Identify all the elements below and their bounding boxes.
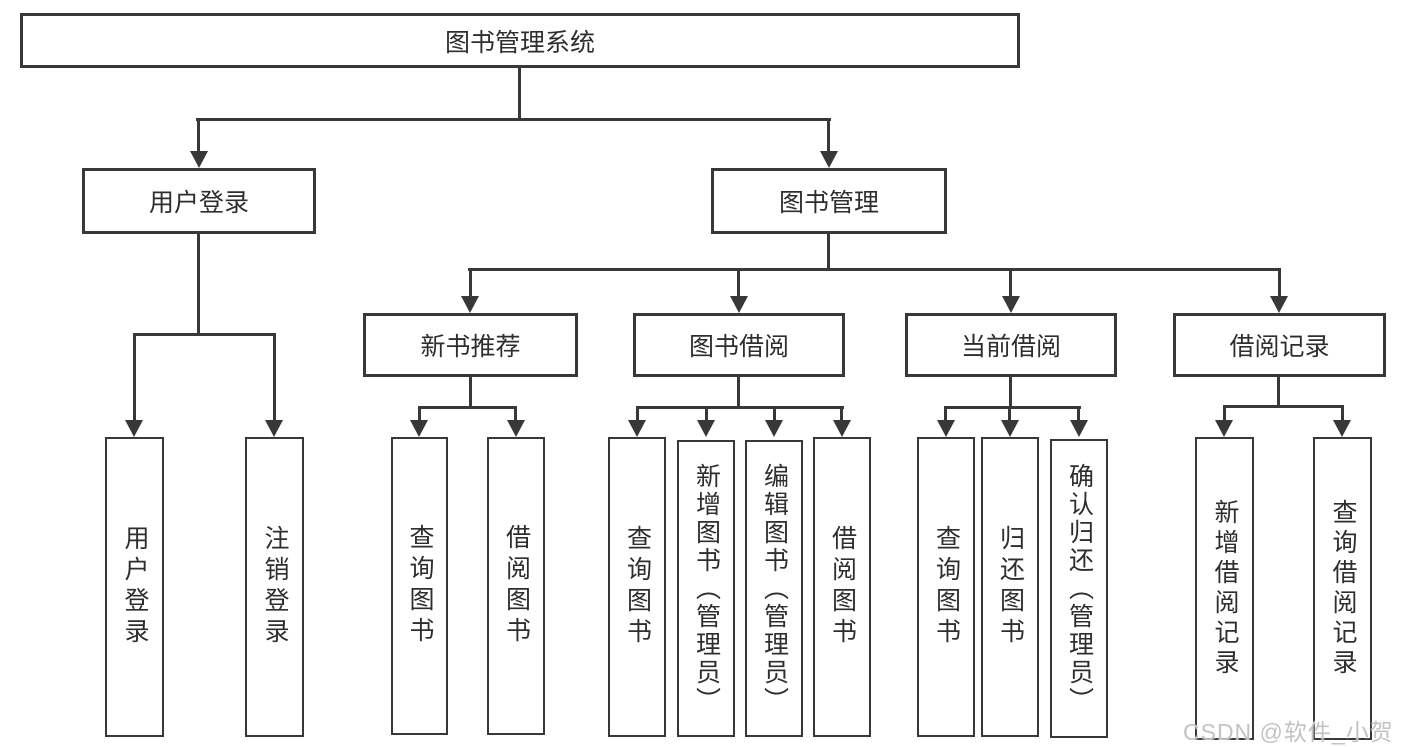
connector-line <box>773 406 776 421</box>
arrowhead-down-icon <box>820 151 838 168</box>
arrowhead-down-icon <box>1215 420 1233 437</box>
leaf-records-query: 查询借阅记录 <box>1313 437 1372 740</box>
watermark-text: CSDN @软件_小贺同学 <box>1183 719 1394 745</box>
leaf-borrowing-add-admin-label: 新增图书（管理员） <box>692 462 721 715</box>
connector-line <box>514 406 517 421</box>
leaf-borrowing-borrow: 借阅图书 <box>813 437 871 737</box>
arrowhead-down-icon <box>125 420 143 437</box>
leaf-newbooks-borrow-label: 借阅图书 <box>502 524 531 648</box>
connector-line <box>1009 268 1012 297</box>
leaf-newbooks-query: 查询图书 <box>391 437 448 735</box>
connector-line <box>418 406 517 409</box>
connector-line <box>469 268 472 297</box>
node-book-management: 图书管理 <box>711 168 947 234</box>
connector-line <box>468 268 1281 271</box>
arrowhead-down-icon <box>1002 296 1020 313</box>
connector-line <box>1278 268 1281 297</box>
leaf-current-query-label: 查询图书 <box>932 525 961 649</box>
node-user-login-label: 用户登录 <box>148 189 249 217</box>
arrowhead-down-icon <box>1070 420 1088 437</box>
node-root-label: 图书管理系统 <box>444 28 595 57</box>
connector-line <box>827 234 830 270</box>
connector-line <box>133 333 275 336</box>
connector-line <box>1277 377 1280 406</box>
leaf-current-confirm-admin-label: 确认归还（管理员） <box>1065 462 1094 715</box>
node-current-borrowing: 当前借阅 <box>905 313 1117 377</box>
leaf-current-confirm-admin: 确认归还（管理员） <box>1050 439 1108 738</box>
leaf-current-return: 归还图书 <box>981 437 1039 737</box>
leaf-records-query-label: 查询借阅记录 <box>1329 498 1357 679</box>
leaf-borrowing-borrow-label: 借阅图书 <box>828 525 857 649</box>
leaf-logout-label: 注销登录 <box>261 525 289 649</box>
connector-line <box>273 333 276 420</box>
node-user-login: 用户登录 <box>82 168 316 234</box>
connector-line <box>737 268 740 297</box>
connector-line <box>737 377 740 408</box>
node-new-book-recommend-label: 新书推荐 <box>420 333 521 361</box>
arrowhead-down-icon <box>697 420 715 437</box>
node-current-borrowing-label: 当前借阅 <box>960 333 1061 361</box>
connector-line <box>197 118 200 152</box>
leaf-user-login-label: 用户登录 <box>121 525 149 649</box>
arrowhead-down-icon <box>265 420 283 437</box>
arrowhead-down-icon <box>1270 296 1288 313</box>
arrowhead-down-icon <box>1333 420 1351 437</box>
connector-line <box>636 406 844 409</box>
arrowhead-down-icon <box>507 420 525 437</box>
connector-line <box>827 118 830 152</box>
connector-line <box>636 406 639 421</box>
leaf-borrowing-query: 查询图书 <box>608 437 666 737</box>
arrowhead-down-icon <box>1001 420 1019 437</box>
arrowhead-down-icon <box>937 420 955 437</box>
leaf-newbooks-query-label: 查询图书 <box>406 524 434 648</box>
connector-line <box>197 234 200 335</box>
connector-line <box>418 406 421 421</box>
leaf-borrowing-add-admin: 新增图书（管理员） <box>677 440 735 737</box>
leaf-current-query: 查询图书 <box>917 437 975 737</box>
node-borrowing-records-label: 借阅记录 <box>1229 333 1330 361</box>
connector-line <box>1223 405 1344 408</box>
connector-line <box>945 406 1081 409</box>
node-book-borrowing: 图书借阅 <box>633 313 845 377</box>
arrowhead-down-icon <box>628 420 646 437</box>
leaf-newbooks-borrow: 借阅图书 <box>487 437 545 735</box>
connector-line <box>705 406 708 421</box>
node-book-management-label: 图书管理 <box>778 189 879 217</box>
connector-line <box>1009 377 1012 408</box>
connector-line <box>944 406 947 421</box>
connector-line <box>1008 406 1011 421</box>
connector-line <box>1223 405 1226 421</box>
connector-line <box>1077 406 1080 421</box>
leaf-current-return-label: 归还图书 <box>996 525 1025 649</box>
leaf-user-login: 用户登录 <box>105 437 164 737</box>
arrowhead-down-icon <box>461 296 479 313</box>
leaf-borrowing-edit-admin: 编辑图书（管理员） <box>745 440 803 737</box>
leaf-records-add-label: 新增借阅记录 <box>1211 498 1239 679</box>
node-book-borrowing-label: 图书借阅 <box>688 333 789 361</box>
arrowhead-down-icon <box>730 296 748 313</box>
node-borrowing-records: 借阅记录 <box>1173 313 1386 377</box>
arrowhead-down-icon <box>765 420 783 437</box>
leaf-records-add: 新增借阅记录 <box>1195 437 1254 740</box>
connector-line <box>840 406 843 421</box>
connector-line <box>196 118 831 121</box>
connector-line <box>1341 405 1344 421</box>
leaf-logout: 注销登录 <box>245 437 304 737</box>
arrowhead-down-icon <box>833 420 851 437</box>
arrowhead-down-icon <box>190 151 208 168</box>
connector-line <box>469 377 472 408</box>
leaf-borrowing-edit-admin-label: 编辑图书（管理员） <box>760 462 789 715</box>
connector-line <box>518 68 521 120</box>
arrowhead-down-icon <box>410 420 428 437</box>
leaf-borrowing-query-label: 查询图书 <box>623 525 652 649</box>
connector-line <box>133 333 136 420</box>
node-root: 图书管理系统 <box>20 13 1020 68</box>
node-new-book-recommend: 新书推荐 <box>363 313 578 377</box>
